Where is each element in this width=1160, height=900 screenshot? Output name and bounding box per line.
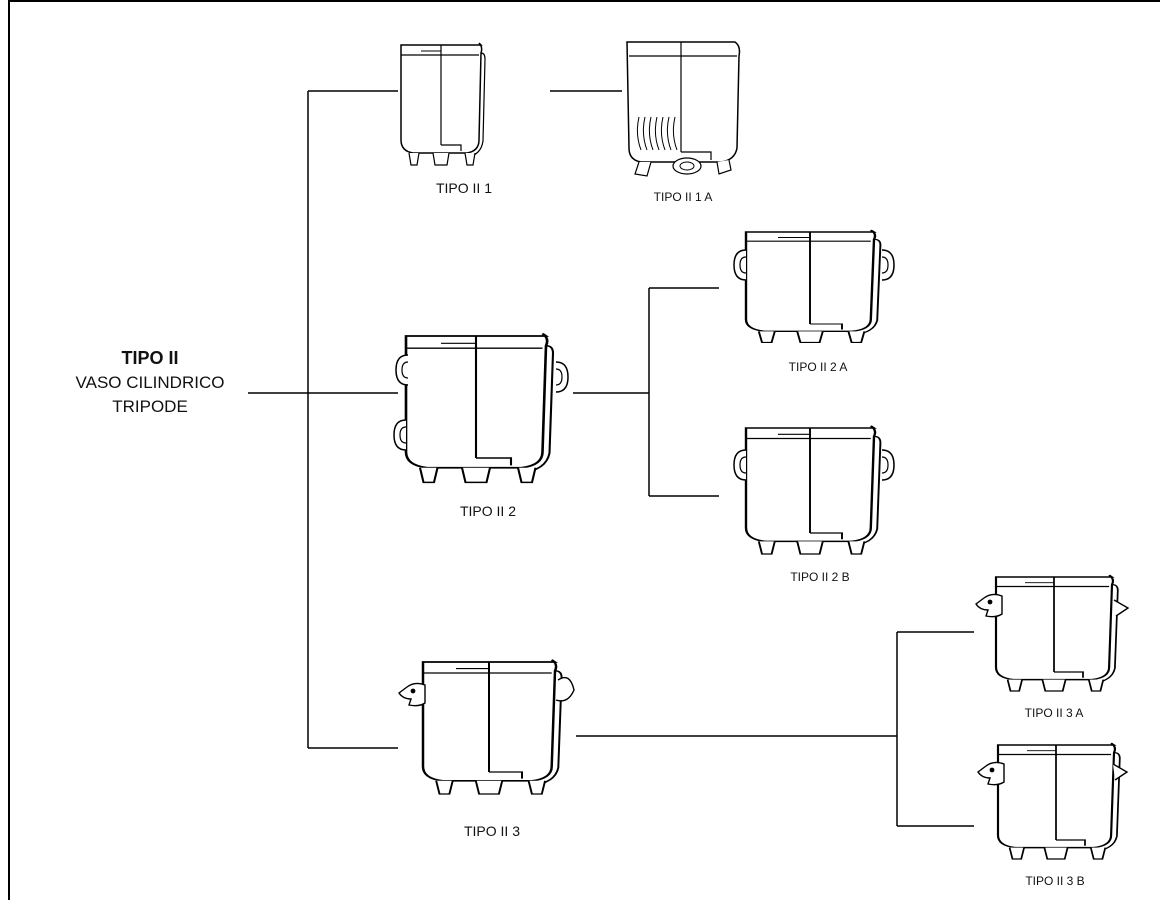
root-line2: TRIPODE	[112, 397, 188, 416]
vessel-tipo-ii-3	[423, 660, 562, 794]
label-tipo-ii-2: TIPO II 2	[460, 503, 516, 519]
vessel-tipo-ii-1	[401, 43, 485, 165]
vessel-tipo-ii-1a	[627, 42, 740, 176]
typology-diagram: TIPO II VASO CILINDRICO TRIPODE TIPO II …	[8, 0, 1160, 900]
vessel-tipo-ii-3b	[998, 743, 1120, 859]
root-line1: VASO CILINDRICO	[76, 373, 225, 392]
vessel-tipo-ii-2a	[746, 230, 880, 342]
label-tipo-ii-3b: TIPO II 3 B	[1025, 874, 1084, 888]
vessel-tipo-ii-2b	[746, 426, 880, 554]
label-tipo-ii-2b: TIPO II 2 B	[790, 570, 849, 584]
vessel-tipo-ii-2	[406, 334, 553, 483]
label-tipo-ii-1a: TIPO II 1 A	[654, 190, 713, 204]
vessel-tipo-ii-3a	[996, 575, 1118, 691]
label-tipo-ii-3: TIPO II 3	[464, 823, 520, 839]
label-tipo-ii-2a: TIPO II 2 A	[789, 360, 848, 374]
label-tipo-ii-1: TIPO II 1	[436, 180, 492, 196]
label-tipo-ii-3a: TIPO II 3 A	[1025, 706, 1084, 720]
root-title: TIPO II	[121, 348, 178, 368]
